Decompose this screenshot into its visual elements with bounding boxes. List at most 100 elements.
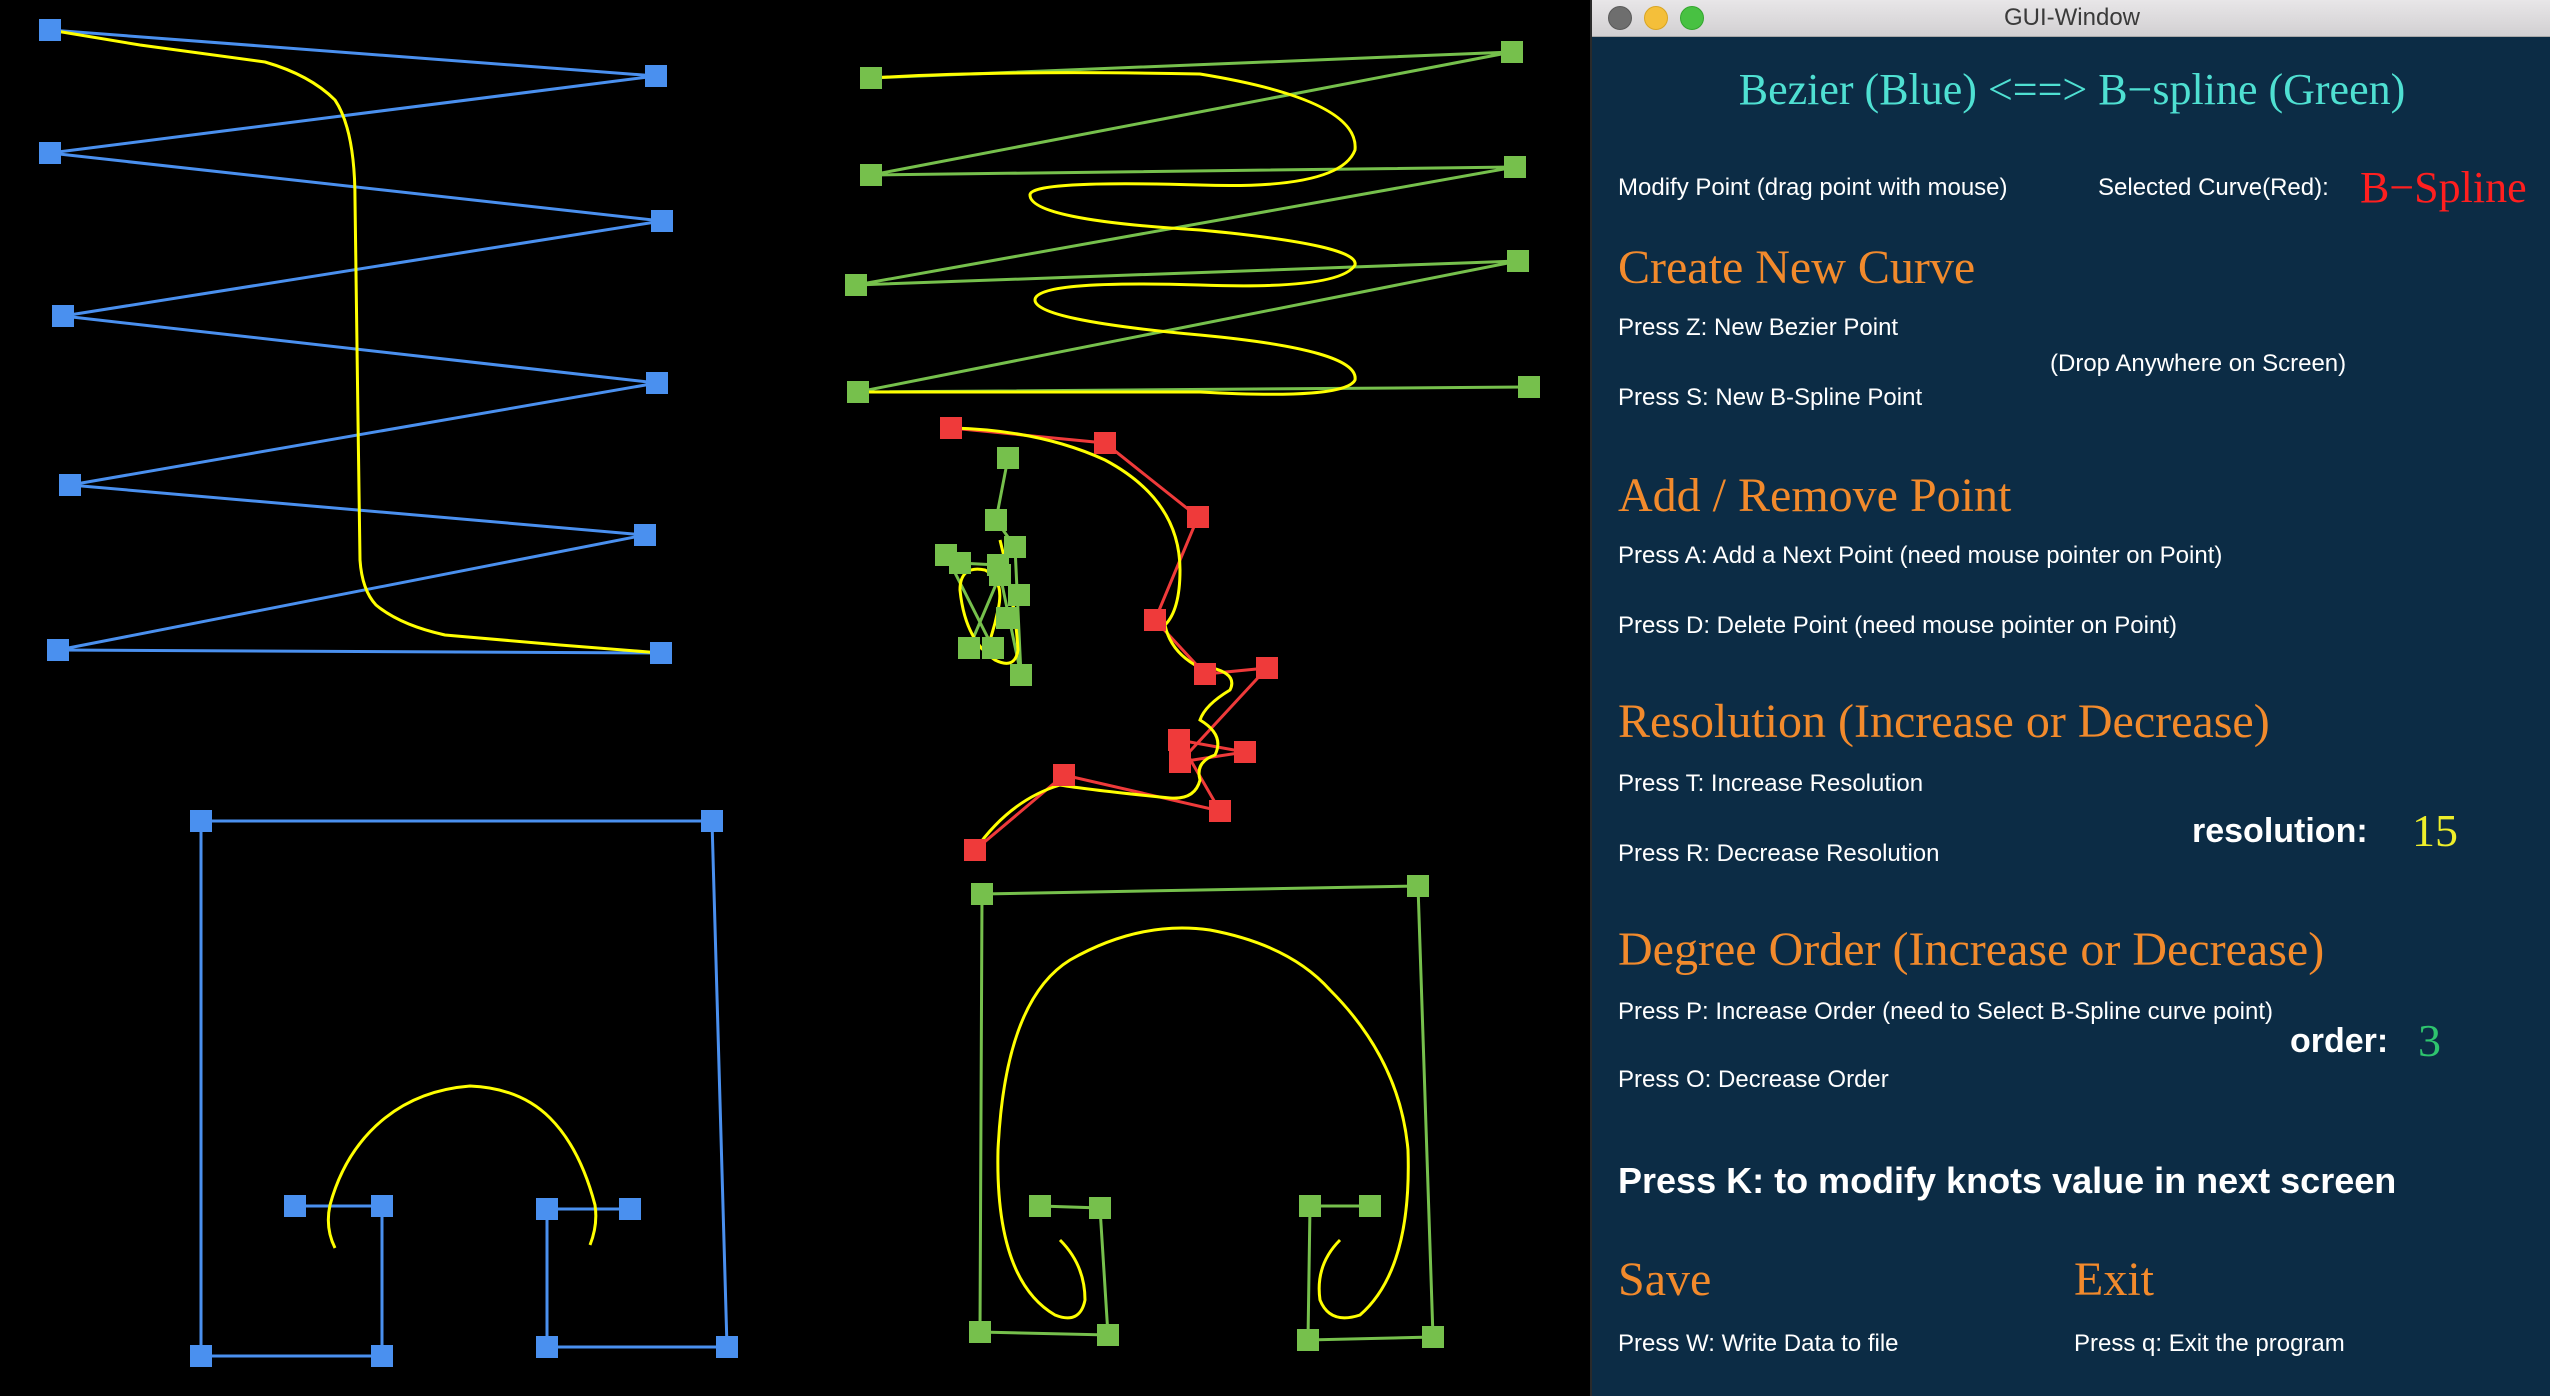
bezier-zigzag-control-point[interactable]: [39, 142, 61, 164]
bezier-arch-control-point[interactable]: [190, 1345, 212, 1367]
header-title: Bezier (Blue) <==> B−spline (Green): [1738, 65, 2406, 114]
delete-point-hint: Press D: Delete Point (need mouse pointe…: [1618, 612, 2177, 639]
selected-curve-value: B−Spline: [2360, 163, 2527, 212]
bezier-zigzag-control-point[interactable]: [59, 474, 81, 496]
selected-curve-label: Selected Curve(Red):: [2098, 174, 2329, 201]
bspline-squiggle-control-point[interactable]: [935, 544, 957, 566]
bspline-zigzag-control-point[interactable]: [1518, 376, 1540, 398]
add-remove-heading: Add / Remove Point: [1618, 469, 2012, 522]
close-window-button[interactable]: [1608, 6, 1632, 30]
degree-order-heading: Degree Order (Increase or Decrease): [1618, 923, 2325, 976]
bezier-arch-control-point[interactable]: [701, 810, 723, 832]
bspline-squiggle-control-point[interactable]: [985, 509, 1007, 531]
minimize-window-button[interactable]: [1644, 6, 1668, 30]
bezier-arch-curve: [326, 1084, 598, 1249]
bezier-arch-polygon: [199, 819, 729, 1358]
bezier-zigzag-control-point[interactable]: [645, 65, 667, 87]
selected-bspline-control-point[interactable]: [1256, 657, 1278, 679]
modify-point-label: Modify Point (drag point with mouse): [1618, 174, 2008, 201]
maximize-window-button[interactable]: [1680, 6, 1704, 30]
curve-canvas-svg[interactable]: [0, 0, 1590, 1396]
bspline-arch-control-point[interactable]: [1089, 1197, 1111, 1219]
new-bspline-hint: Press S: New B-Spline Point: [1618, 384, 1923, 411]
decrease-order-hint: Press O: Decrease Order: [1618, 1066, 1889, 1093]
resolution-label: resolution:: [2192, 812, 2368, 850]
drop-anywhere-hint: (Drop Anywhere on Screen): [2050, 350, 2347, 377]
bspline-zigzag-control-point[interactable]: [1507, 250, 1529, 272]
bspline-squiggle-control-point[interactable]: [1010, 664, 1032, 686]
save-heading: Save: [1618, 1253, 1712, 1306]
drawing-canvas[interactable]: [0, 0, 1590, 1396]
bspline-zigzag-control-point[interactable]: [860, 164, 882, 186]
bspline-zigzag-polygon: [855, 50, 1530, 394]
resolution-value: 15: [2412, 805, 2458, 856]
bspline-squiggle-control-point[interactable]: [958, 637, 980, 659]
order-label: order:: [2290, 1022, 2389, 1060]
selected-bspline-control-point[interactable]: [1187, 506, 1209, 528]
bezier-arch-control-point[interactable]: [619, 1198, 641, 1220]
selected-bspline-control-point[interactable]: [1234, 741, 1256, 763]
bezier-arch-control-point[interactable]: [716, 1336, 738, 1358]
write-data-hint: Press W: Write Data to file: [1618, 1330, 1899, 1357]
bspline-zigzag-control-point[interactable]: [847, 381, 869, 403]
decrease-resolution-hint: Press R: Decrease Resolution: [1618, 840, 1940, 867]
bspline-arch-control-point[interactable]: [1359, 1195, 1381, 1217]
selected-bspline-control-point[interactable]: [1194, 663, 1216, 685]
bspline-arch-control-point[interactable]: [1422, 1326, 1444, 1348]
bspline-squiggle-control-point[interactable]: [982, 637, 1004, 659]
selected-bspline-control-point[interactable]: [940, 417, 962, 439]
bspline-arch-control-point[interactable]: [971, 883, 993, 905]
bspline-arch-control-point[interactable]: [1097, 1324, 1119, 1346]
bezier-arch-control-point[interactable]: [536, 1198, 558, 1220]
bspline-arch-control-point[interactable]: [1299, 1195, 1321, 1217]
selected-bspline-polygon: [950, 426, 1271, 852]
bspline-arch-polygon: [978, 884, 1435, 1342]
bezier-arch-control-point[interactable]: [371, 1345, 393, 1367]
bezier-arch-control-point[interactable]: [536, 1336, 558, 1358]
selected-bspline-control-point[interactable]: [1168, 729, 1190, 751]
bezier-zigzag-polygon: [49, 28, 663, 655]
increase-resolution-hint: Press T: Increase Resolution: [1618, 770, 1924, 797]
create-curve-heading: Create New Curve: [1618, 241, 1976, 294]
order-value: 3: [2418, 1015, 2441, 1066]
bezier-zigzag-control-point[interactable]: [47, 639, 69, 661]
increase-order-hint: Press P: Increase Order (need to Select …: [1618, 998, 2273, 1025]
selected-bspline-control-point[interactable]: [1094, 432, 1116, 454]
bspline-squiggle-control-point[interactable]: [1004, 536, 1026, 558]
selected-bspline-control-point[interactable]: [1144, 609, 1166, 631]
bezier-zigzag-control-point[interactable]: [634, 524, 656, 546]
title-bar[interactable]: GUI-Window: [1592, 0, 2550, 37]
bspline-zigzag-control-point[interactable]: [845, 274, 867, 296]
bezier-zigzag-control-point[interactable]: [650, 642, 672, 664]
bspline-zigzag-control-point[interactable]: [860, 67, 882, 89]
bspline-arch-control-point[interactable]: [1407, 875, 1429, 897]
gui-window: GUI-Window Bezier (Blue) <==> B−spline (…: [1590, 0, 2550, 1396]
selected-bspline-control-point[interactable]: [964, 839, 986, 861]
bspline-squiggle-control-point[interactable]: [1008, 584, 1030, 606]
selected-bspline-control-point[interactable]: [1209, 800, 1231, 822]
bezier-zigzag-control-point[interactable]: [651, 210, 673, 232]
bezier-zigzag-control-point[interactable]: [52, 305, 74, 327]
selected-bspline-control-point[interactable]: [1053, 764, 1075, 786]
bspline-zigzag-curve: [858, 71, 1357, 396]
resolution-heading: Resolution (Increase or Decrease): [1618, 695, 2270, 748]
selected-bspline-curve: [950, 426, 1234, 851]
selected-bspline-control-point[interactable]: [1169, 751, 1191, 773]
new-bezier-hint: Press Z: New Bezier Point: [1618, 314, 1899, 341]
bspline-squiggle-control-point[interactable]: [996, 607, 1018, 629]
bspline-arch-control-point[interactable]: [1297, 1329, 1319, 1351]
bezier-arch-control-point[interactable]: [371, 1195, 393, 1217]
bezier-arch-control-point[interactable]: [284, 1195, 306, 1217]
bezier-arch-control-point[interactable]: [190, 810, 212, 832]
knots-hint: Press K: to modify knots value in next s…: [1618, 1160, 2397, 1201]
add-point-hint: Press A: Add a Next Point (need mouse po…: [1618, 542, 2223, 569]
bspline-zigzag-control-point[interactable]: [1504, 156, 1526, 178]
exit-heading: Exit: [2074, 1253, 2154, 1306]
bspline-squiggle-control-point[interactable]: [989, 564, 1011, 586]
bezier-zigzag-control-point[interactable]: [39, 19, 61, 41]
bspline-arch-control-point[interactable]: [1029, 1195, 1051, 1217]
bspline-zigzag-control-point[interactable]: [1501, 41, 1523, 63]
bspline-squiggle-control-point[interactable]: [997, 447, 1019, 469]
bspline-arch-control-point[interactable]: [969, 1321, 991, 1343]
bezier-zigzag-control-point[interactable]: [646, 372, 668, 394]
